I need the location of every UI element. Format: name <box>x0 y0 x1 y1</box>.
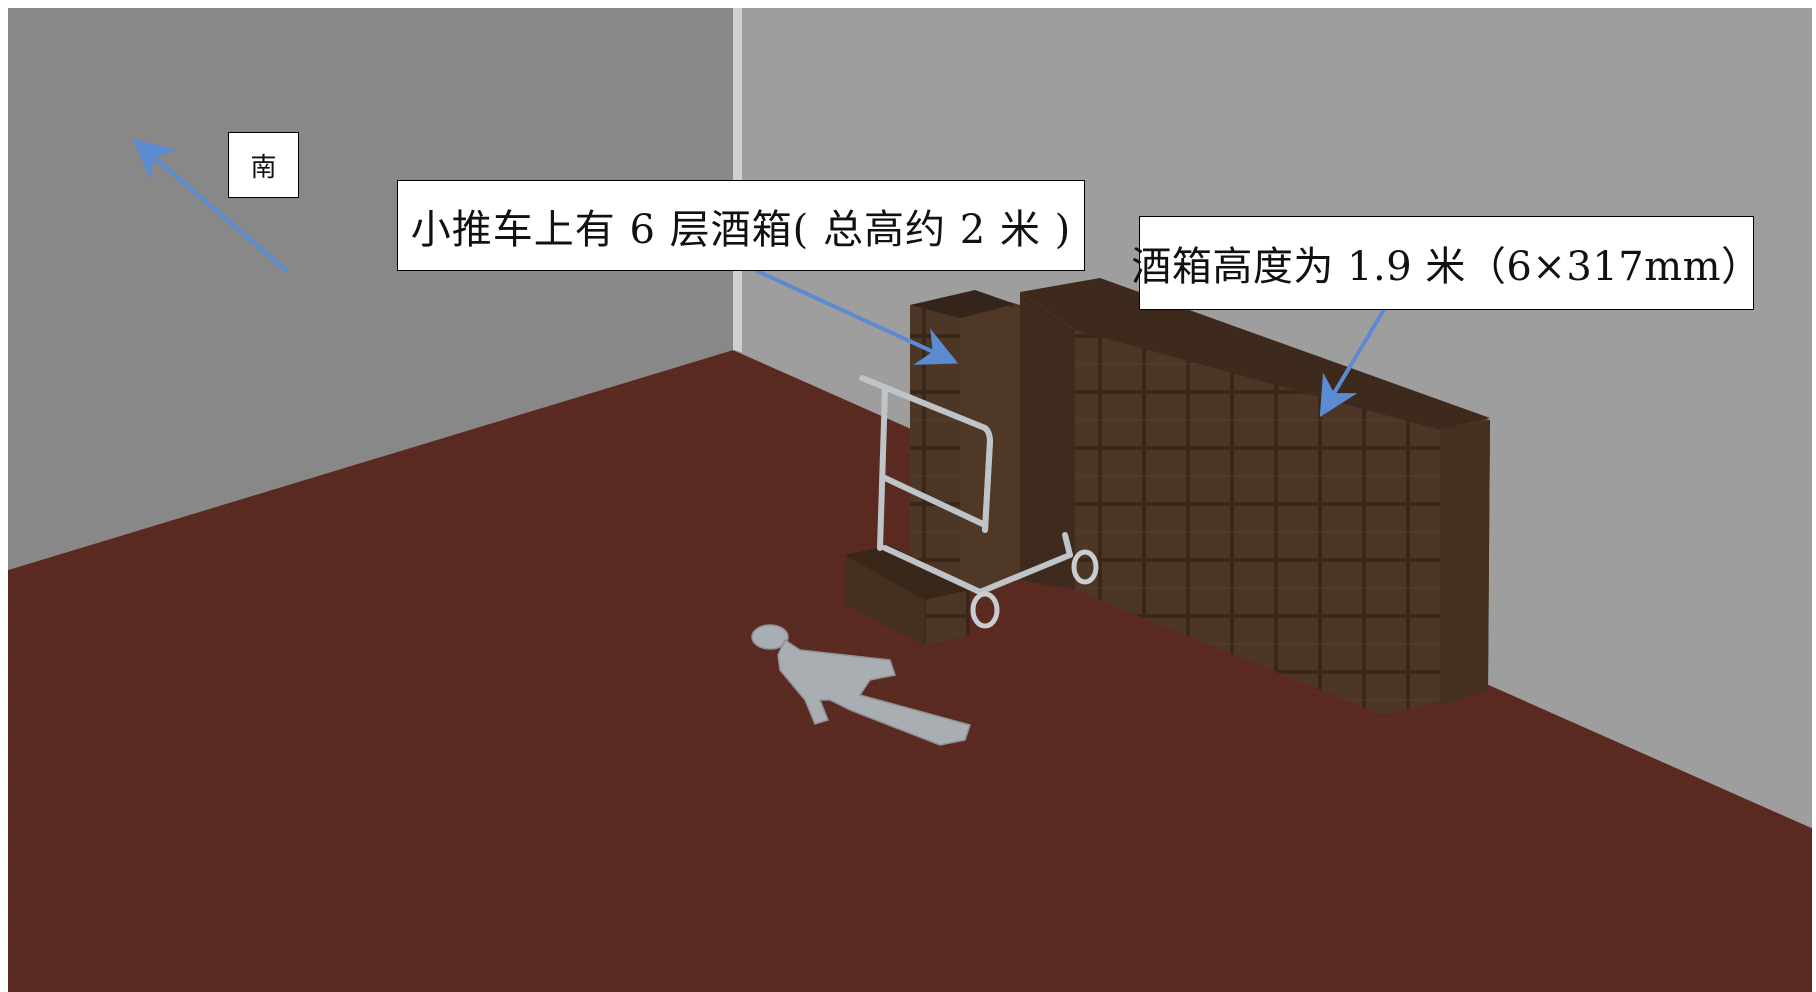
crate-stack-top <box>1020 278 1490 430</box>
floor-crate-face <box>925 590 970 645</box>
cart-annotation-arrow <box>754 268 959 365</box>
crate-stack-end <box>1440 420 1490 705</box>
cart-base <box>882 545 983 595</box>
figure-head <box>751 624 789 650</box>
crate-annotation-arrow <box>1319 306 1387 418</box>
page-edge-left <box>0 0 8 992</box>
human-figure <box>751 624 971 746</box>
crate-stack-front <box>1075 330 1490 715</box>
cart-axle-strut <box>1062 532 1073 558</box>
page-edge-right <box>1812 8 1816 992</box>
crate-height-annotation-label: 酒箱高度为 1.9 米（6×317mm） <box>1131 216 1761 310</box>
floor <box>8 350 1816 992</box>
cart-axle <box>977 552 1073 595</box>
cart-wheel-right <box>1071 549 1099 585</box>
floor-crate-top <box>845 545 970 600</box>
cart-wheels <box>970 549 1099 629</box>
figure-body <box>777 638 971 746</box>
south-label: 南 <box>228 132 299 198</box>
south-direction-arrow <box>132 138 290 274</box>
crate-stack-side <box>1020 292 1075 590</box>
hand-cart <box>859 375 1073 595</box>
cart-crossbar <box>882 475 988 528</box>
cart-rail-left <box>877 387 888 551</box>
cart-annotation-label: 小推车上有 6 层酒箱( 总高约 2 米 ) <box>397 180 1085 271</box>
cart-rail-right <box>982 437 993 533</box>
cart-crate-column-top <box>910 290 1015 318</box>
left-wall <box>8 8 733 570</box>
page-edge-top <box>0 0 1816 8</box>
cart-wheel-left <box>970 591 1000 629</box>
